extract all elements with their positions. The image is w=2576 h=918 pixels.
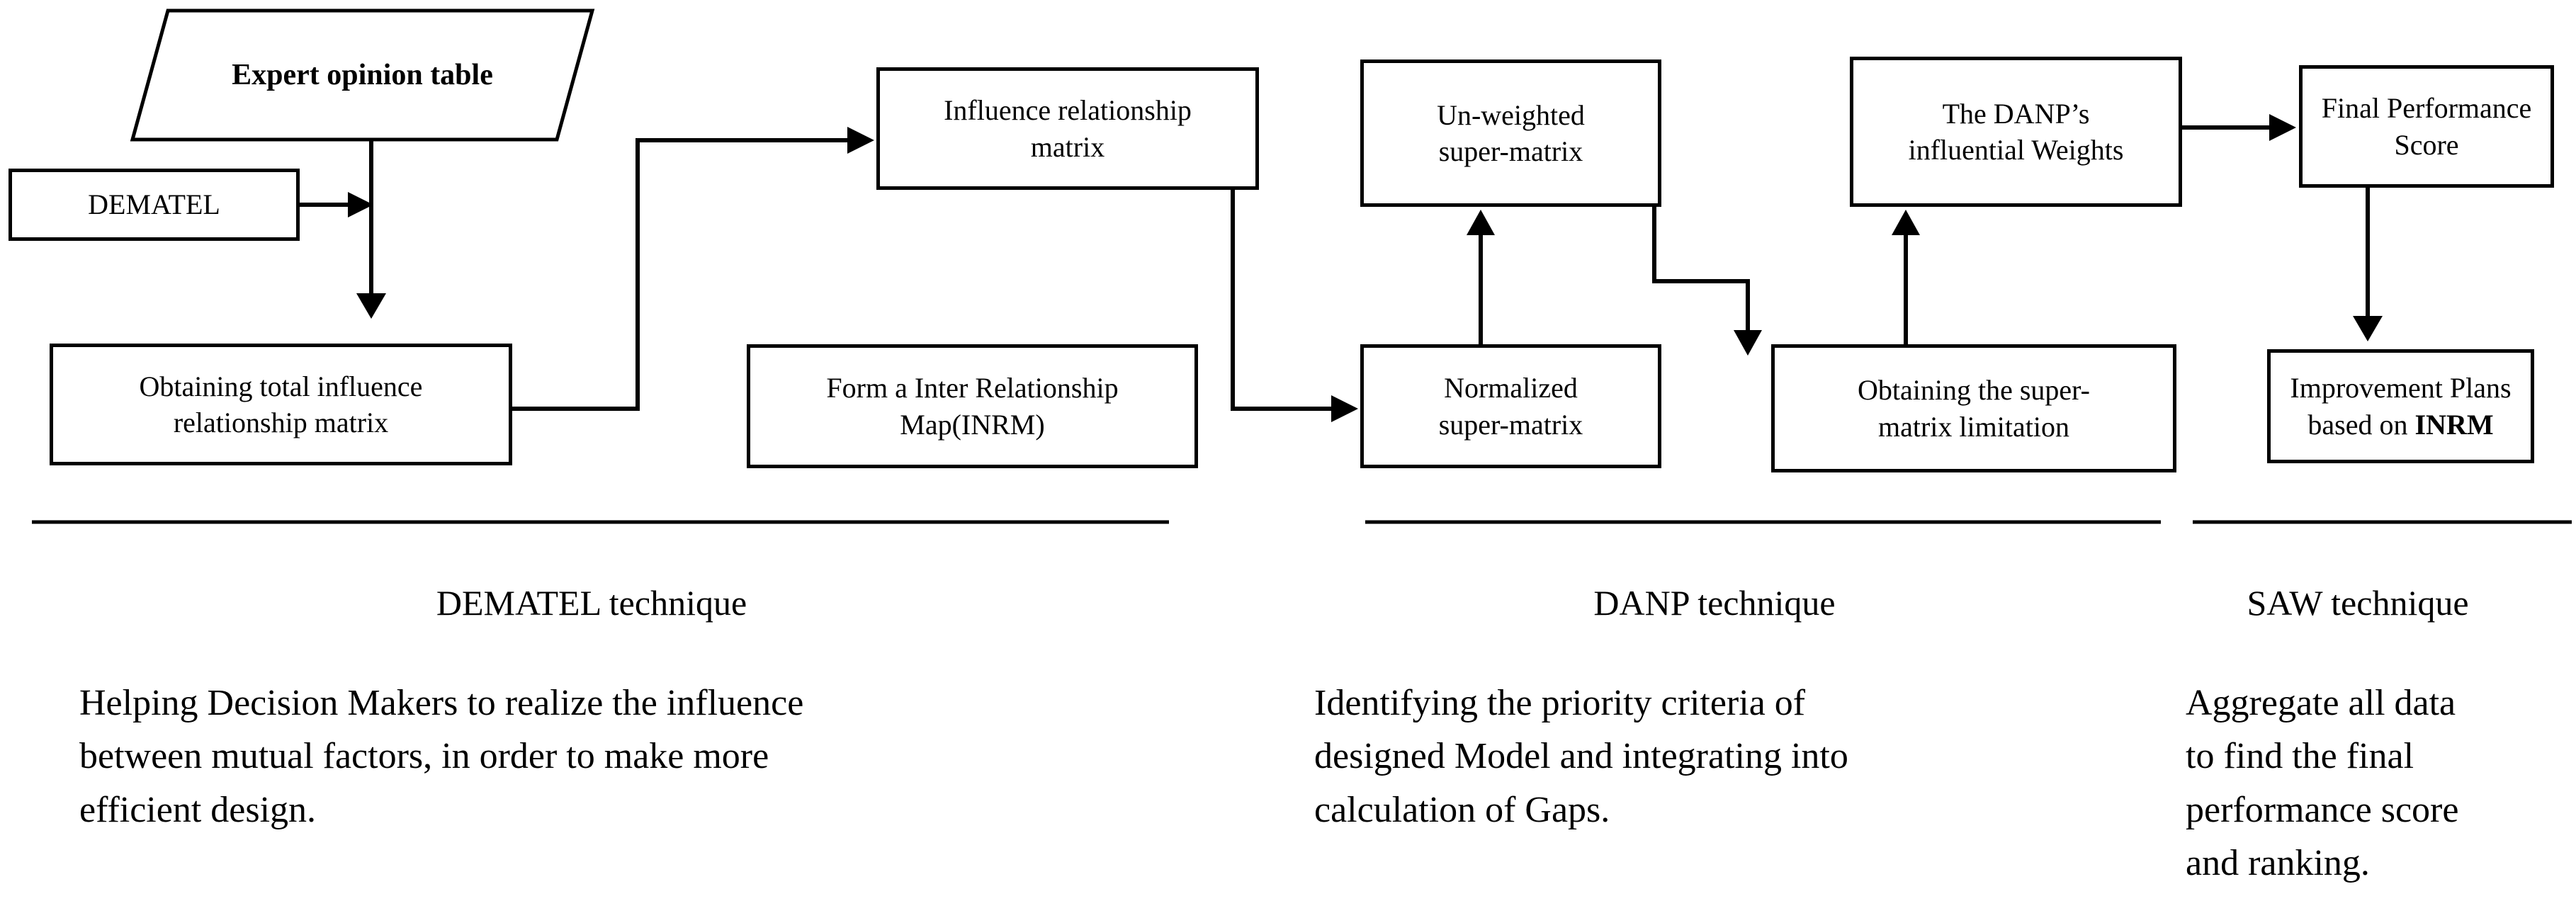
arrowhead-final-to-improvement — [2353, 316, 2383, 341]
section-description-dematel: Helping Decision Makers to realize the i… — [79, 683, 804, 830]
section-description-saw: Aggregate all data to find the final per… — [2186, 683, 2459, 884]
node-improvement-plans: Improvement Plans based on INRM — [2267, 349, 2534, 463]
arrowhead-dematel-to-line — [348, 192, 373, 217]
section-label-saw-technique: SAW technique — [2247, 583, 2469, 623]
arrow-unweighted-to-limitation — [1652, 204, 1750, 332]
node-super-matrix-limitation: Obtaining the super- matrix limitation — [1771, 344, 2176, 472]
arrowhead-expert-to-obtaining — [356, 293, 386, 319]
improvement-plans-label: Improvement Plans based on INRM — [2290, 372, 2512, 441]
node-expert-opinion-table: Expert opinion table — [232, 59, 493, 91]
arrowhead-influence-to-normalized — [1331, 395, 1358, 422]
node-dematel: DEMATEL — [9, 169, 300, 241]
node-unweighted-super-matrix: Un-weighted super-matrix — [1360, 60, 1661, 207]
arrowhead-obtaining-to-influence — [847, 127, 874, 154]
arrow-obtaining-to-influence — [512, 138, 849, 411]
arrowhead-unweighted-to-limitation — [1734, 330, 1762, 356]
arrowhead-normalized-to-unweighted — [1467, 210, 1495, 235]
arrow-influence-to-normalized — [1231, 190, 1333, 411]
node-obtaining-total-influence: Obtaining total influence relationship m… — [50, 344, 512, 465]
node-influence-relationship-matrix: Influence relationship matrix — [876, 67, 1259, 190]
node-normalized-super-matrix: Normalized super-matrix — [1360, 344, 1661, 468]
arrowhead-danp-to-final — [2269, 114, 2296, 141]
section-label-dematel-technique: DEMATEL technique — [436, 583, 747, 623]
inrm-bold-text: INRM — [2414, 408, 2494, 441]
section-label-danp-technique: DANP technique — [1593, 583, 1836, 623]
arrowhead-limitation-to-danp — [1892, 210, 1920, 235]
node-danp-influential-weights: The DANP’s influential Weights — [1850, 57, 2182, 207]
expert-opinion-parallelogram — [130, 8, 595, 142]
node-form-inrm-map: Form a Inter Relationship Map(INRM) — [747, 344, 1198, 468]
section-description-danp: Identifying the priority criteria of des… — [1314, 683, 1848, 830]
node-final-performance-score: Final Performance Score — [2299, 65, 2554, 188]
